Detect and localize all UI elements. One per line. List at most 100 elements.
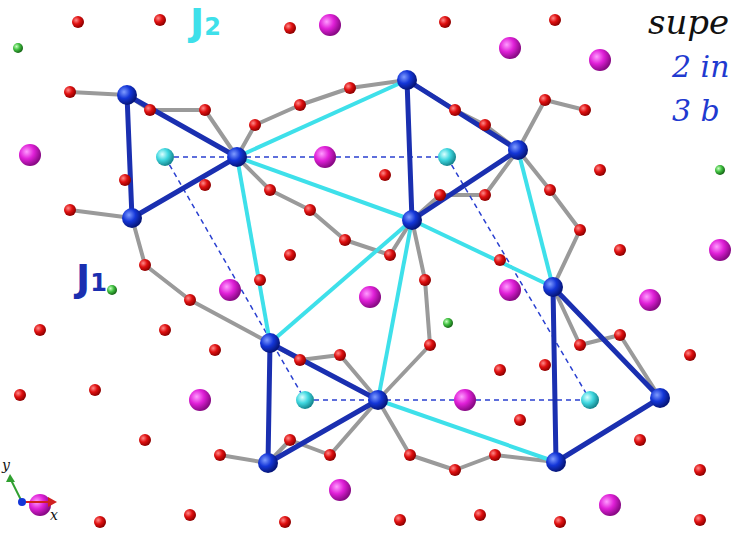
oxygen-atom: [14, 389, 26, 401]
magenta-atom: [329, 479, 351, 501]
oxygen-atom: [119, 174, 131, 186]
oxygen-atom: [72, 16, 84, 28]
magenta-atom: [499, 279, 521, 301]
magenta-atom: [219, 279, 241, 301]
magenta-atom: [314, 146, 336, 168]
copper-atom: [117, 85, 137, 105]
oxygen-atom: [144, 104, 156, 116]
metal-oxygen-bond: [237, 80, 407, 157]
oxygen-atom: [89, 384, 101, 396]
oxygen-atom: [449, 104, 461, 116]
oxygen-atom: [324, 449, 336, 461]
oxygen-atom: [539, 94, 551, 106]
magenta-atom: [29, 494, 51, 516]
oxygen-atom: [34, 324, 46, 336]
copper-atom: [402, 210, 422, 230]
magenta-atom: [359, 286, 381, 308]
oxygen-atom: [419, 274, 431, 286]
oxygen-atom: [284, 434, 296, 446]
j2-bond: [518, 150, 553, 287]
metal-oxygen-bond: [518, 100, 585, 150]
oxygen-atom: [294, 354, 306, 366]
j1-triangle: [127, 95, 237, 218]
coupling-label: J2: [190, 2, 221, 44]
oxygen-atom: [159, 324, 171, 336]
oxygen-atom: [514, 414, 526, 426]
oxygen-atom: [614, 244, 626, 256]
green-atom: [443, 318, 453, 328]
cyan-atom: [296, 391, 314, 409]
j2-bond: [378, 220, 412, 400]
magenta-atom: [589, 49, 611, 71]
j1-triangle: [268, 343, 378, 463]
oxygen-atom: [549, 14, 561, 26]
oxygen-atom: [614, 329, 626, 341]
cell-line: [447, 157, 590, 400]
magenta-atom: [639, 289, 661, 311]
x-arrowhead: [48, 497, 57, 507]
oxygen-atom: [184, 509, 196, 521]
oxygen-atom: [554, 516, 566, 528]
oxygen-atom: [634, 434, 646, 446]
oxygen-atom: [694, 464, 706, 476]
copper-atom: [122, 208, 142, 228]
metal-oxygen-bond: [518, 150, 580, 287]
oxygen-atom: [249, 119, 261, 131]
oxygen-atom: [544, 184, 556, 196]
j2-bond: [237, 80, 407, 157]
oxygen-atom: [344, 82, 356, 94]
cell-line: [165, 157, 305, 400]
oxygen-atom: [439, 16, 451, 28]
oxygen-atom: [694, 514, 706, 526]
oxygen-atom: [384, 249, 396, 261]
metal-oxygen-bond: [378, 220, 430, 400]
oxygen-atom: [334, 349, 346, 361]
axis-label: y: [2, 458, 10, 473]
oxygen-atom: [284, 22, 296, 34]
oxygen-atom: [199, 104, 211, 116]
oxygen-atom: [494, 364, 506, 376]
oxygen-atom: [94, 516, 106, 528]
oxygen-atom: [574, 224, 586, 236]
magenta-atom: [319, 14, 341, 36]
oxygen-atom: [494, 254, 506, 266]
oxygen-atom: [279, 516, 291, 528]
oxygen-atom: [154, 14, 166, 26]
cyan-atom: [156, 148, 174, 166]
coupling-label: J1: [76, 258, 107, 300]
oxygen-atom: [304, 204, 316, 216]
axis-origin: [18, 498, 26, 506]
oxygen-atom: [479, 189, 491, 201]
copper-atom: [227, 147, 247, 167]
oxygen-atom: [539, 359, 551, 371]
note-text: 3 b: [672, 94, 720, 127]
copper-atom: [546, 452, 566, 472]
j2-bond: [412, 220, 553, 287]
magenta-atom: [19, 144, 41, 166]
copper-atom: [508, 140, 528, 160]
oxygen-atom: [284, 249, 296, 261]
green-atom: [13, 43, 23, 53]
oxygen-atom: [64, 204, 76, 216]
oxygen-atom: [594, 164, 606, 176]
oxygen-atom: [184, 294, 196, 306]
oxygen-atom: [684, 349, 696, 361]
oxygen-atom: [64, 86, 76, 98]
oxygen-atom: [254, 274, 266, 286]
green-atom: [715, 165, 725, 175]
copper-atom: [650, 388, 670, 408]
magenta-atom: [499, 37, 521, 59]
oxygen-atom: [339, 234, 351, 246]
x-axis: [22, 501, 50, 503]
y-arrowhead: [6, 474, 15, 482]
copper-atom: [368, 390, 388, 410]
oxygen-atom: [294, 99, 306, 111]
magenta-atom: [189, 389, 211, 411]
green-atom: [107, 285, 117, 295]
oxygen-atom: [139, 434, 151, 446]
note-text: supe: [648, 4, 729, 41]
copper-atom: [397, 70, 417, 90]
magenta-atom: [454, 389, 476, 411]
oxygen-atom: [574, 339, 586, 351]
